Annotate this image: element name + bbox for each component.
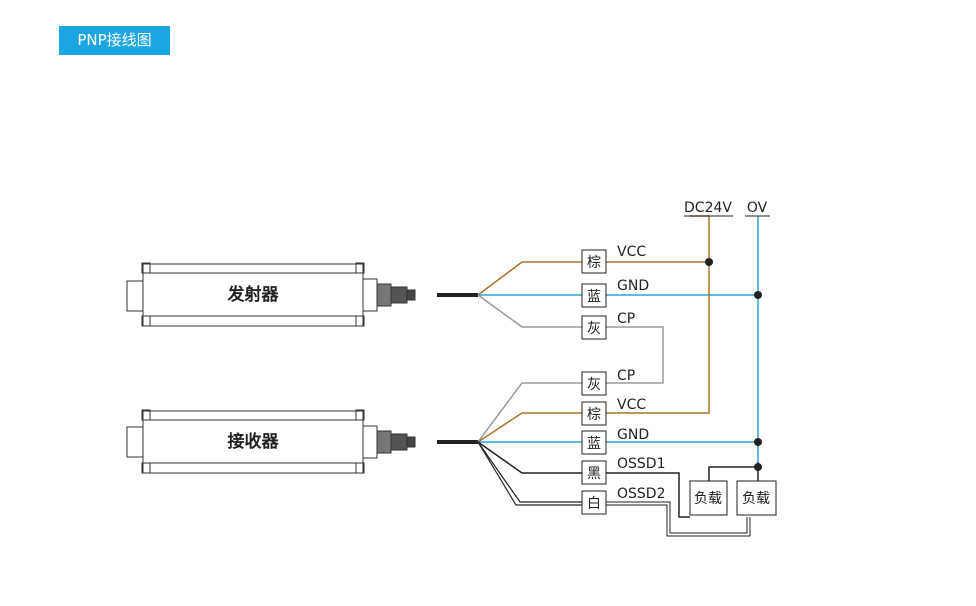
wire-color-label: 棕 (587, 255, 601, 271)
wire-color-label: 蓝 (587, 289, 601, 305)
emitter-wire-gray (477, 294, 582, 328)
signal-label: GND (617, 427, 649, 443)
signal-label: CP (617, 368, 635, 384)
receiver-wire-white-a (477, 441, 582, 503)
emitter-device (126, 262, 416, 327)
wire-color-label: 蓝 (587, 436, 601, 452)
wire-color-label: 棕 (587, 407, 601, 423)
ossd2-line-a (606, 501, 748, 534)
load-box-2 (736, 480, 777, 516)
junction-dot (705, 258, 713, 266)
wire-color-label: 灰 (587, 377, 601, 393)
color-box (581, 430, 607, 455)
cp-link (606, 326, 664, 384)
color-box (581, 315, 607, 340)
page-title-badge: PNP接线图 (59, 26, 170, 55)
receiver-wire-gray (477, 382, 582, 443)
signal-label: OSSD1 (617, 456, 665, 472)
receiver-wire-black (477, 441, 582, 474)
color-box (581, 401, 607, 426)
signal-label: GND (617, 278, 649, 294)
load-label: 负载 (742, 491, 770, 507)
wire-color-label: 黑 (587, 466, 601, 482)
color-box (581, 490, 607, 515)
junction-dot (754, 438, 762, 446)
receiver-wire-white-b (477, 441, 582, 506)
color-box (581, 460, 607, 485)
color-box (581, 283, 607, 308)
ossd1-line (606, 472, 690, 518)
receiver-device (126, 409, 416, 474)
receiver-label: 接收器 (228, 431, 280, 452)
emitter-label: 发射器 (227, 284, 280, 305)
receiver-wire-brown (477, 412, 582, 443)
signal-label: OSSD2 (617, 486, 665, 502)
dc24v-label: DC24V (684, 200, 732, 216)
color-box (581, 371, 607, 396)
wire-color-label: 白 (587, 496, 601, 512)
dc24v-rail (690, 215, 710, 262)
wire-color-label: 灰 (587, 321, 601, 337)
junction-dot (754, 291, 762, 299)
load-label: 负载 (694, 491, 722, 507)
signal-label: CP (617, 311, 635, 327)
emitter-wire-brown (477, 261, 582, 296)
ov-label: OV (747, 200, 768, 216)
signal-label: VCC (617, 397, 646, 413)
load-box-1 (689, 480, 728, 516)
signal-label: VCC (617, 244, 646, 260)
color-box (581, 249, 607, 274)
